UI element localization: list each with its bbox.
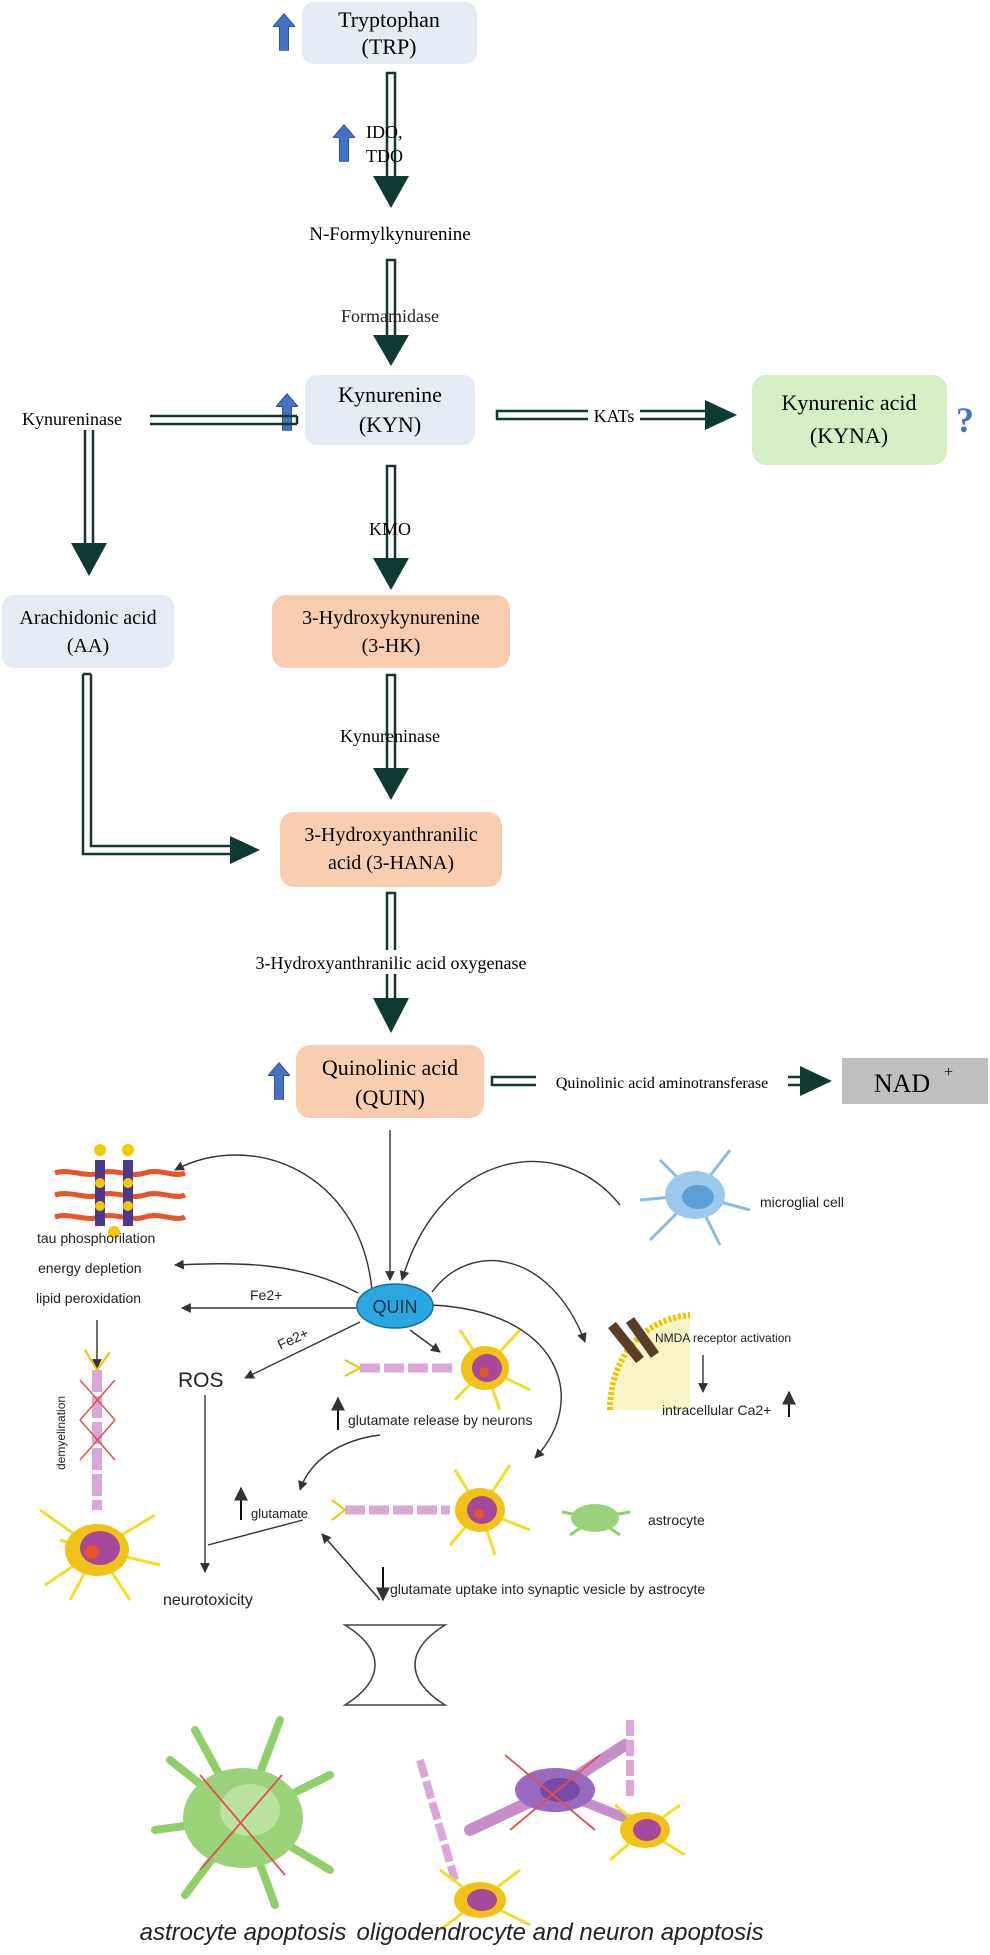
label-astrocyte-apoptosis: astrocyte apoptosis — [140, 1919, 347, 1946]
node-nad-sup: + — [944, 1064, 953, 1081]
node-hana-line2: acid (3-HANA) — [328, 852, 454, 874]
up-arrow-icon — [273, 13, 295, 51]
astrocyte-apoptosis-icon — [151, 1716, 334, 1909]
node-nad-label: NAD — [874, 1069, 930, 1098]
label-ros: ROS — [178, 1369, 224, 1392]
node-nfk: N-Formylkynurenine — [309, 224, 470, 245]
node-kyna: Kynurenic acid (KYNA) — [752, 375, 947, 465]
node-nad: NAD + — [842, 1058, 988, 1104]
enzyme-hana-oxygenase: 3-Hydroxyanthranilic acid oxygenase — [256, 953, 527, 973]
demyelinated-neuron-icon — [39, 1349, 161, 1601]
node-kyn: Kynurenine (KYN) — [305, 375, 475, 445]
arrow-hk-hana — [373, 673, 409, 800]
label-nmda: NMDA receptor activation — [655, 1331, 791, 1345]
node-hana: 3-Hydroxyanthranilic acid (3-HANA) — [280, 812, 502, 887]
oligodendrocyte-neuron-apoptosis-icon — [416, 1720, 686, 1932]
enzyme-formamidase: Formamidase — [341, 306, 439, 326]
label-fe2-1: Fe2+ — [250, 1287, 282, 1303]
node-kyna-line2: (KYNA) — [810, 423, 888, 448]
node-aa-line2: (AA) — [67, 635, 109, 657]
node-hk: 3-Hydroxykynurenine (3-HK) — [272, 595, 510, 668]
tau-icon — [54, 1144, 187, 1238]
neuron-icon — [331, 1464, 531, 1556]
node-hana-line1: 3-Hydroxyanthranilic — [304, 824, 477, 846]
label-tau: tau phosphorilation — [37, 1230, 155, 1246]
up-arrow-icon — [268, 1062, 290, 1100]
funnel-icon — [342, 1624, 448, 1706]
quin-ellipse: QUIN — [356, 1283, 434, 1329]
neuron-icon — [344, 1328, 531, 1411]
astrocyte-icon — [561, 1504, 631, 1537]
node-kyna-line1: Kynurenic acid — [782, 390, 917, 415]
enzyme-tdo: TDO — [366, 146, 403, 166]
enzyme-ido: IDO, — [366, 122, 403, 142]
question-mark: ? — [956, 400, 974, 440]
enzyme-kmo: KMO — [369, 519, 411, 539]
node-quin-line1: Quinolinic acid — [322, 1055, 458, 1080]
up-arrow-icon — [333, 124, 355, 162]
node-aa: Arachidonic acid (AA) — [2, 595, 174, 668]
label-glutamate-release: glutamate release by neurons — [348, 1412, 532, 1428]
node-aa-line1: Arachidonic acid — [19, 607, 156, 629]
node-kyn-line1: Kynurenine — [338, 382, 442, 407]
node-quin-line2: (QUIN) — [355, 1085, 425, 1110]
node-trp-line1: Tryptophan — [338, 7, 440, 32]
label-ca: intracellular Ca2+ — [662, 1402, 771, 1418]
arrow-hana-quin — [373, 891, 409, 1033]
mechanism-arrows — [92, 1130, 708, 1601]
enzyme-kynureninase: Kynureninase — [340, 726, 440, 746]
label-glutamate-uptake: glutamate uptake into synaptic vesicle b… — [390, 1581, 705, 1597]
enzyme-kats: KATs — [594, 406, 635, 426]
label-demyelination: demyelination — [54, 1396, 68, 1470]
enzyme-kynureninase-left: Kynureninase — [22, 409, 122, 429]
node-trp: Tryptophan (TRP) — [302, 2, 477, 64]
label-glutamate: glutamate — [251, 1506, 308, 1521]
node-quin: Quinolinic acid (QUIN) — [296, 1045, 484, 1118]
node-kyn-line2: (KYN) — [359, 412, 421, 437]
label-oligo-apoptosis: oligodendrocyte and neuron apoptosis — [357, 1919, 764, 1946]
label-astrocyte: astrocyte — [648, 1512, 705, 1528]
arrow-kyn-hk — [373, 464, 409, 590]
arrow-aa-hana — [81, 672, 260, 864]
node-hk-line2: (3-HK) — [362, 635, 421, 657]
arrow-nfk-kyn — [373, 258, 409, 366]
arrow-trp-nfk — [373, 71, 409, 208]
quin-ellipse-label: QUIN — [373, 1297, 418, 1317]
arrow-kyn-aa — [71, 414, 299, 576]
nmda-receptor-icon — [607, 1312, 691, 1411]
label-energy: energy depletion — [38, 1260, 142, 1276]
enzyme-quin-aminotransferase: Quinolinic acid aminotransferase — [556, 1075, 768, 1092]
node-hk-line1: 3-Hydroxykynurenine — [302, 607, 480, 629]
microglial-cell-icon — [639, 1149, 751, 1246]
label-neurotoxicity: neurotoxicity — [163, 1592, 253, 1609]
label-lipid: lipid peroxidation — [36, 1290, 141, 1306]
node-trp-line2: (TRP) — [362, 34, 417, 59]
label-microglial: microglial cell — [760, 1194, 844, 1210]
